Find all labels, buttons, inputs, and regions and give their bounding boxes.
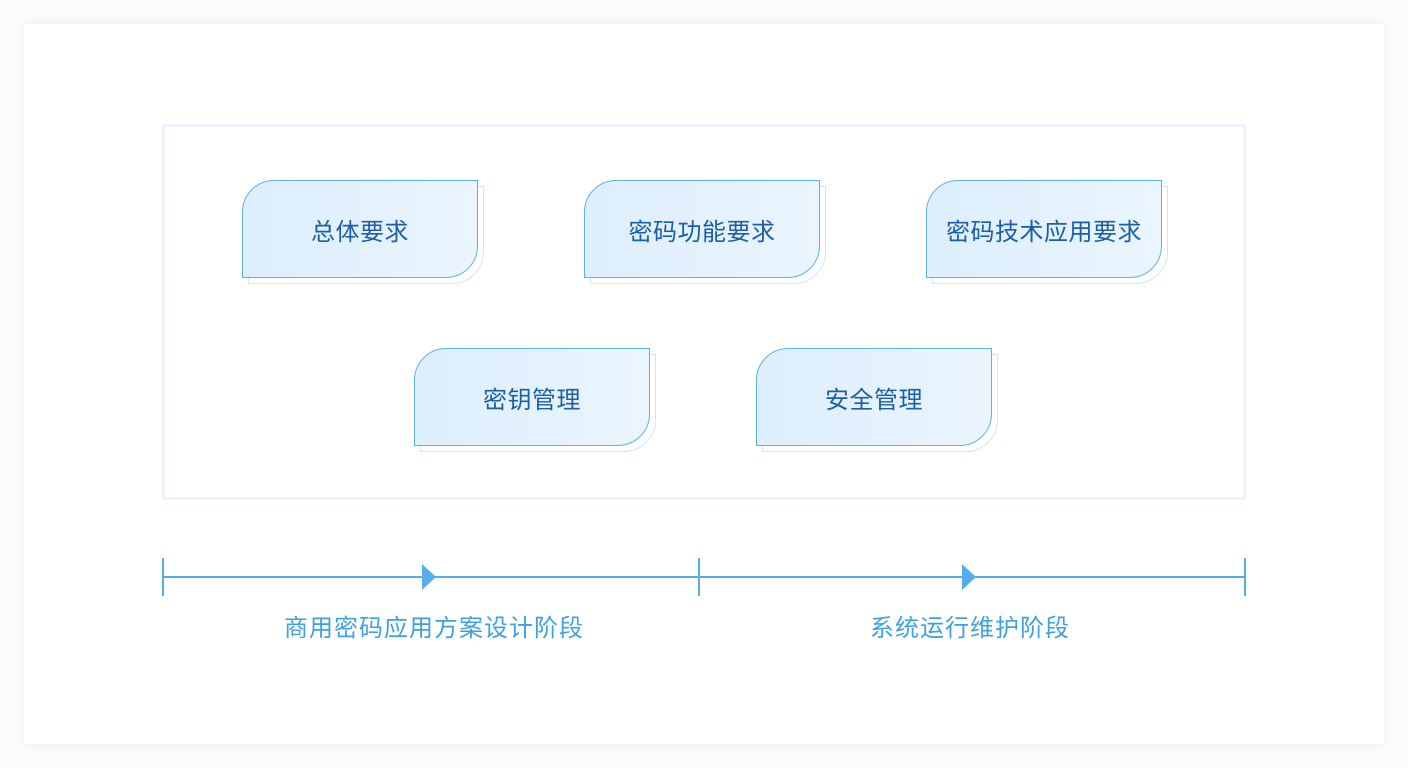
phase-label-design: 商用密码应用方案设计阶段 (284, 614, 584, 642)
requirement-label: 密码功能要求 (628, 217, 776, 246)
box-face: 总体要求 (242, 180, 478, 278)
requirement-box-crypto-function: 密码功能要求 (584, 180, 826, 284)
requirement-box-general: 总体要求 (242, 180, 484, 284)
requirement-box-key-management: 密钥管理 (414, 348, 656, 452)
requirement-box-security-management: 安全管理 (756, 348, 998, 452)
requirement-label: 密码技术应用要求 (946, 217, 1142, 246)
box-face: 密码功能要求 (584, 180, 820, 278)
box-face: 密钥管理 (414, 348, 650, 446)
requirement-box-crypto-technology: 密码技术应用要求 (926, 180, 1168, 284)
phase-label-operation: 系统运行维护阶段 (870, 614, 1070, 642)
requirement-label: 安全管理 (825, 385, 923, 414)
box-face: 安全管理 (756, 348, 992, 446)
requirement-label: 总体要求 (311, 217, 409, 246)
requirement-label: 密钥管理 (483, 385, 581, 414)
box-face: 密码技术应用要求 (926, 180, 1162, 278)
